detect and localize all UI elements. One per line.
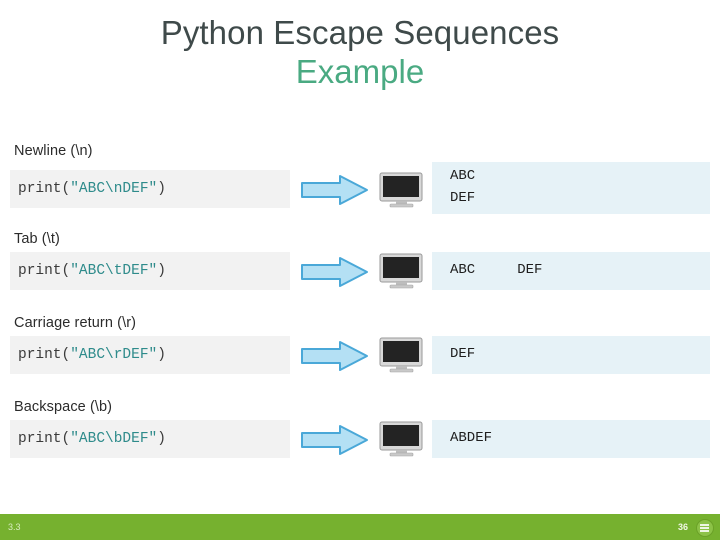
output-text: ABC DEF: [450, 262, 543, 279]
title-line-primary: Python Escape Sequences: [160, 14, 560, 51]
code-suffix: ): [157, 263, 166, 279]
code-string-literal: "ABC\tDEF": [70, 263, 158, 279]
table-row: print("ABC\rDEF") DEF: [0, 334, 720, 374]
code-text: print("ABC\rDEF"): [10, 347, 166, 363]
computer-monitor-icon: [378, 337, 426, 373]
code-snippet: print("ABC\nDEF"): [10, 170, 290, 208]
code-suffix: ): [157, 347, 166, 363]
escape-row-backspace: Backspace (\b) print("ABC\bDEF") ABDEF: [0, 396, 720, 458]
code-prefix: print(: [18, 347, 71, 363]
code-text: print("ABC\tDEF"): [10, 263, 166, 279]
output-panel: ABC DEF: [432, 252, 710, 290]
table-row: print("ABC\bDEF") ABDEF: [0, 418, 720, 458]
code-string-literal: "ABC\bDEF": [70, 431, 158, 447]
computer-monitor-icon: [378, 421, 426, 457]
section-number: 3.3: [8, 522, 21, 532]
right-block-arrow-icon: [300, 256, 370, 288]
output-panel: ABDEF: [432, 420, 710, 458]
output-panel: DEF: [432, 336, 710, 374]
slide-number: 36: [677, 522, 688, 532]
escape-row-tab: Tab (\t) print("ABC\tDEF") ABC DEF: [0, 228, 720, 290]
row-label: Carriage return (\r): [14, 315, 137, 331]
page-title: Python Escape Sequences Example: [0, 0, 720, 92]
code-string-literal: "ABC\nDEF": [70, 181, 158, 197]
footer-bar: 3.3 36: [0, 514, 720, 540]
table-row: print("ABC\nDEF") ABC DEF: [0, 162, 720, 216]
code-suffix: ): [157, 181, 166, 197]
row-label: Newline (\n): [14, 143, 93, 159]
right-block-arrow-icon: [300, 424, 370, 456]
escape-row-newline: Newline (\n) print("ABC\nDEF") ABC DEF: [0, 140, 720, 216]
table-row: print("ABC\tDEF") ABC DEF: [0, 250, 720, 290]
code-prefix: print(: [18, 181, 71, 197]
code-text: print("ABC\nDEF"): [10, 181, 166, 197]
title-line-accent: Example: [295, 52, 425, 90]
output-panel: ABC DEF: [432, 162, 710, 214]
output-text: ABC DEF: [450, 168, 476, 206]
menu-circle-icon[interactable]: [696, 519, 714, 537]
code-prefix: print(: [18, 263, 71, 279]
escape-row-carriage-return: Carriage return (\r) print("ABC\rDEF"): [0, 312, 720, 374]
code-suffix: ): [157, 431, 166, 447]
code-prefix: print(: [18, 431, 71, 447]
code-text: print("ABC\bDEF"): [10, 431, 166, 447]
right-block-arrow-icon: [300, 174, 370, 206]
code-snippet: print("ABC\bDEF"): [10, 420, 290, 458]
computer-monitor-icon: [378, 172, 426, 208]
row-label: Tab (\t): [14, 231, 60, 247]
code-snippet: print("ABC\tDEF"): [10, 252, 290, 290]
code-string-literal: "ABC\rDEF": [70, 347, 158, 363]
output-text: ABDEF: [450, 430, 493, 447]
output-text: DEF: [450, 346, 476, 363]
escape-sequence-table: Newline (\n) print("ABC\nDEF") ABC DEF: [0, 140, 720, 466]
row-label: Backspace (\b): [14, 399, 113, 415]
code-snippet: print("ABC\rDEF"): [10, 336, 290, 374]
right-block-arrow-icon: [300, 340, 370, 372]
computer-monitor-icon: [378, 253, 426, 289]
